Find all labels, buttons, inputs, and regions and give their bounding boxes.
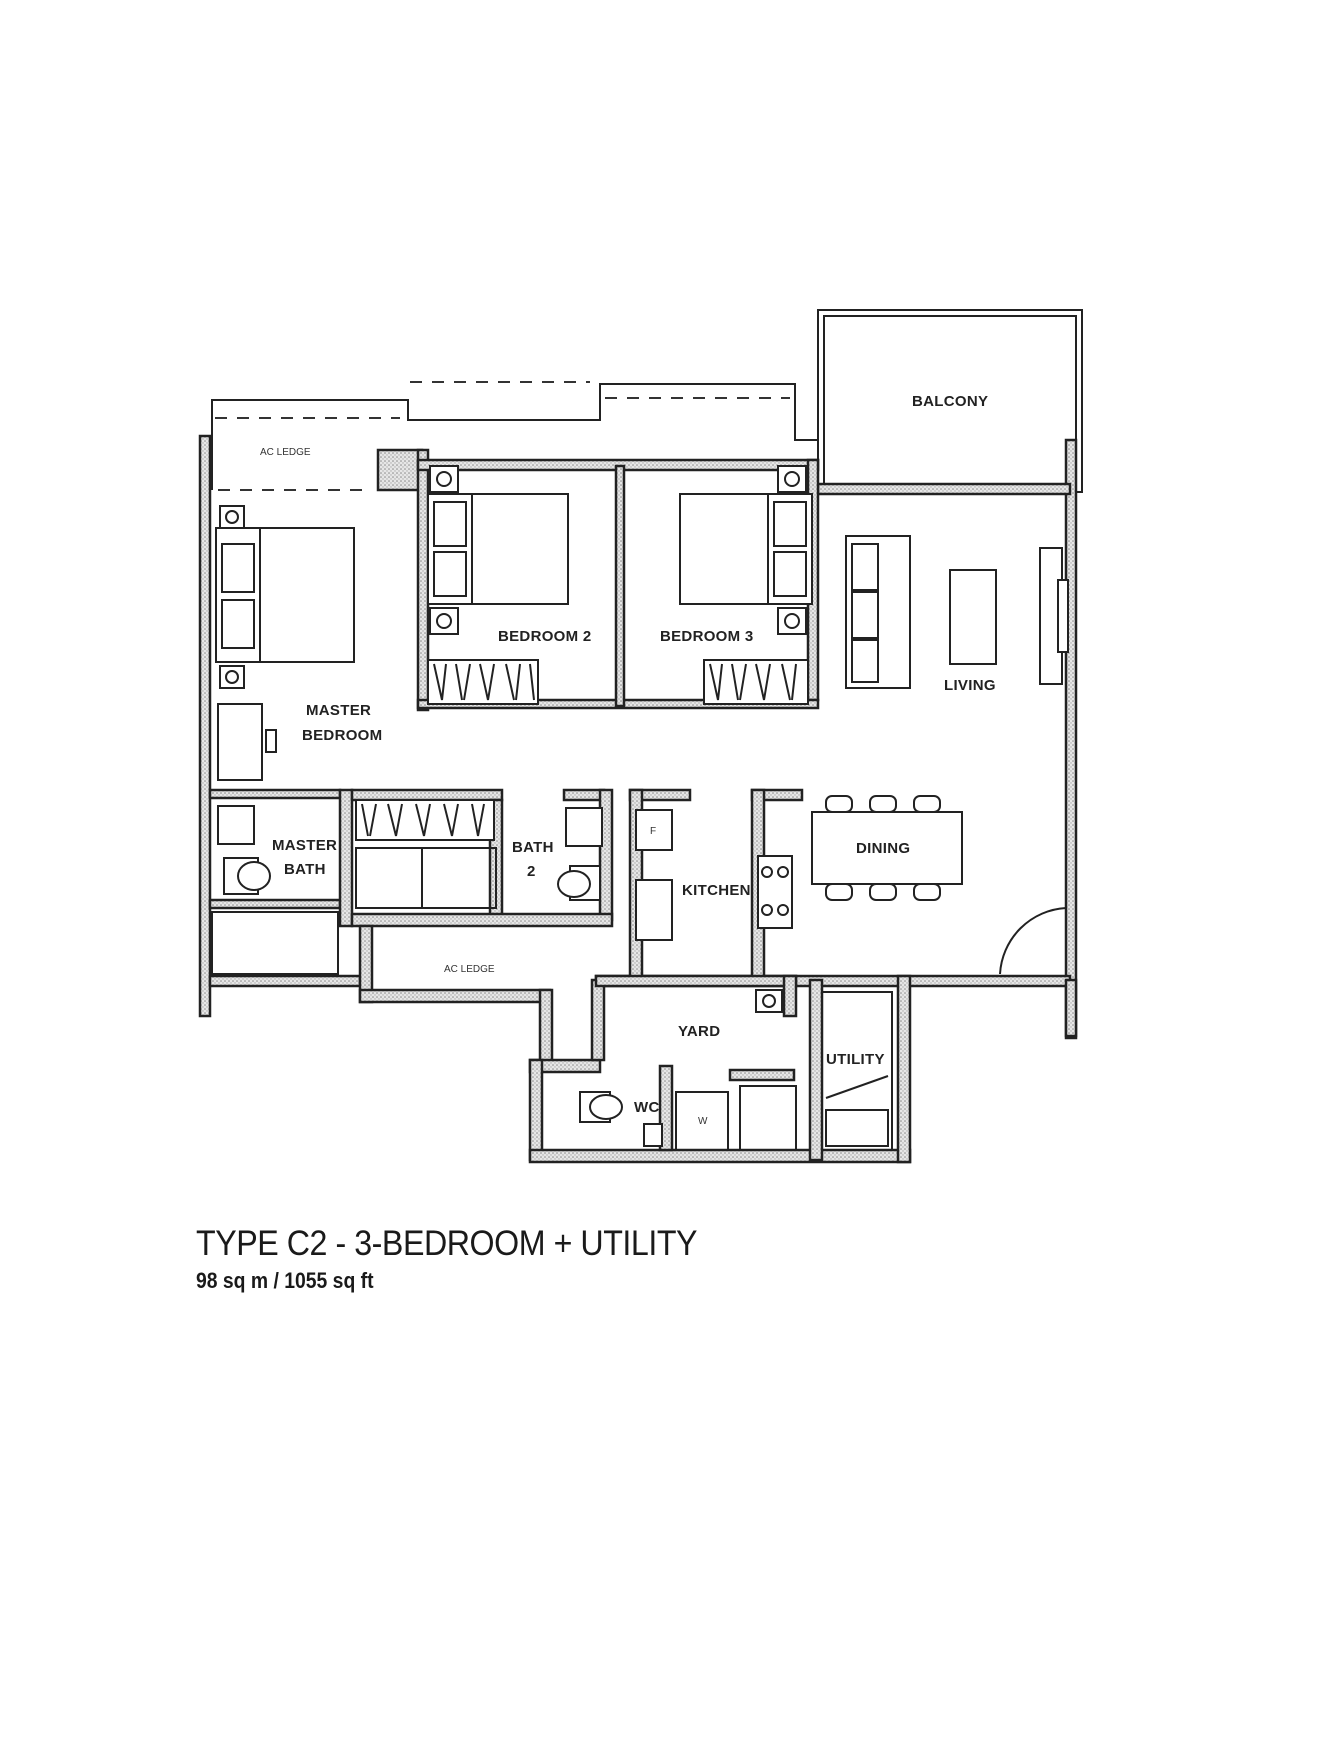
yard: W YARD bbox=[675, 989, 797, 1151]
master-bedroom-label-2: BEDROOM bbox=[302, 727, 382, 744]
bedroom-3-label: BEDROOM 3 bbox=[660, 628, 754, 645]
bath-2-label-1: BATH bbox=[512, 839, 554, 856]
unit-area: 98 sq m / 1055 sq ft bbox=[196, 1268, 374, 1293]
master-bath: MASTER BATH bbox=[211, 805, 339, 975]
utility-label: UTILITY bbox=[826, 1051, 885, 1068]
stove-icon bbox=[757, 855, 793, 929]
bath-2-label-2: 2 bbox=[527, 863, 536, 880]
kitchen-label: KITCHEN bbox=[682, 882, 751, 899]
living: LIVING bbox=[845, 535, 1069, 694]
sink-icon bbox=[635, 879, 673, 941]
entrance-door bbox=[999, 907, 1067, 976]
master-bath-label-1: MASTER bbox=[272, 837, 337, 854]
ac-ledge-top: AC LEDGE bbox=[211, 381, 818, 491]
master-bath-label-2: BATH bbox=[284, 861, 326, 878]
desk-icon bbox=[217, 703, 263, 781]
bedroom-3: BEDROOM 3 bbox=[660, 465, 813, 705]
wardrobe-icon bbox=[355, 799, 495, 841]
washer-mark: W bbox=[698, 1116, 708, 1127]
balcony: BALCONY bbox=[817, 309, 1083, 493]
bath-2: BATH 2 bbox=[512, 807, 603, 901]
dining: DINING bbox=[811, 795, 963, 901]
dining-label: DINING bbox=[856, 840, 910, 857]
fridge-icon bbox=[635, 809, 673, 851]
shower-area bbox=[355, 799, 497, 909]
basin-icon bbox=[643, 1123, 663, 1147]
ac-ledge-top-label: AC LEDGE bbox=[260, 447, 311, 458]
balcony-label: BALCONY bbox=[912, 393, 988, 410]
bedroom-2: BEDROOM 2 bbox=[427, 465, 592, 705]
wc-label: WC bbox=[634, 1099, 660, 1116]
ac-ledge-bottom: AC LEDGE bbox=[444, 964, 495, 975]
wc: WC bbox=[579, 1091, 663, 1147]
fridge-mark: F bbox=[650, 826, 656, 837]
coffee-table-icon bbox=[949, 569, 997, 665]
yard-label: YARD bbox=[678, 1023, 720, 1040]
bedroom-2-label: BEDROOM 2 bbox=[498, 628, 592, 645]
basin-icon bbox=[565, 807, 603, 847]
master-bedroom: MASTER BEDROOM bbox=[215, 505, 382, 781]
plan-caption: TYPE C2 - 3-BEDROOM + UTILITY 98 sq m / … bbox=[196, 1222, 741, 1296]
utility: UTILITY bbox=[821, 991, 893, 1151]
living-label: LIVING bbox=[944, 677, 996, 694]
kitchen: F KITCHEN bbox=[635, 809, 793, 941]
basin-icon bbox=[217, 805, 255, 845]
master-bedroom-label-1: MASTER bbox=[306, 702, 371, 719]
bed-icon bbox=[825, 1109, 889, 1147]
unit-type-title: TYPE C2 - 3-BEDROOM + UTILITY bbox=[196, 1224, 698, 1263]
ac-ledge-bottom-label: AC LEDGE bbox=[444, 964, 495, 975]
